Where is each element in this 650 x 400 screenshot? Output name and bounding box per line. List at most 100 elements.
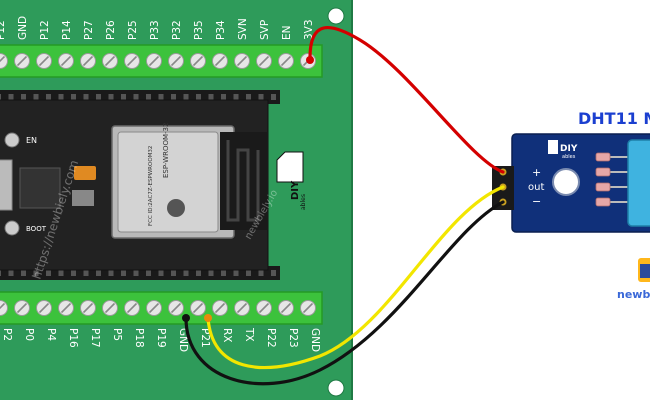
board-brand-main: DIY xyxy=(290,180,301,200)
header-hole xyxy=(258,270,264,276)
header-hole xyxy=(246,94,251,100)
wifi-logo xyxy=(167,199,185,217)
en-button xyxy=(4,132,20,148)
en-label: EN xyxy=(26,136,37,145)
pin-out-label: out xyxy=(528,182,544,193)
resistor xyxy=(595,167,611,177)
wire-gnd xyxy=(184,200,505,386)
bottom-pin-label: RX xyxy=(221,328,233,343)
screw-slot xyxy=(192,55,204,67)
header-hole xyxy=(58,270,64,276)
screw-slot xyxy=(258,302,270,314)
top-pin-label: P27 xyxy=(83,20,95,40)
header-hole xyxy=(258,94,264,100)
usb-port xyxy=(0,159,13,211)
screw-slot xyxy=(60,55,72,67)
pin-minus-label: − xyxy=(532,195,541,208)
header-hole xyxy=(133,270,139,276)
screw-slot xyxy=(148,302,160,314)
screw-slot xyxy=(126,55,138,67)
top-pin-label: P35 xyxy=(193,20,205,40)
bottom-pin-label: TX xyxy=(243,327,255,342)
vcc-wire-end xyxy=(306,56,314,64)
screw-slot xyxy=(82,55,94,67)
bottom-pin-label: P18 xyxy=(133,328,145,348)
screw-slot xyxy=(104,55,116,67)
bottom-pin-label: P0 xyxy=(23,328,35,341)
module-diyables-logo: DIY ables xyxy=(548,140,578,160)
header-hole xyxy=(183,270,189,276)
screw-slot xyxy=(0,302,6,310)
usb-uart-chip xyxy=(19,167,61,209)
header-hole xyxy=(71,94,76,100)
header-hole xyxy=(171,94,176,100)
screw-slot xyxy=(38,55,50,67)
module-resistors xyxy=(595,152,628,207)
screw-slot xyxy=(280,55,292,67)
top-pin-label: P34 xyxy=(215,20,227,40)
header-hole xyxy=(171,270,176,276)
header-hole xyxy=(71,270,76,276)
top-pin-label: P26 xyxy=(105,20,117,40)
bottom-pin-label: P2 xyxy=(1,328,13,341)
header-hole xyxy=(233,270,239,276)
gnd-wire-end xyxy=(182,314,190,322)
top-pin-label: SVN xyxy=(237,18,249,40)
bottom-pin-label: P17 xyxy=(89,328,101,348)
header-hole xyxy=(33,270,39,276)
header-pin-holes xyxy=(0,94,276,276)
screw-slot xyxy=(82,302,94,314)
terminal-screw xyxy=(0,53,8,69)
data-wire-end xyxy=(204,314,212,322)
screw-slot xyxy=(214,55,226,67)
header-hole xyxy=(8,270,14,276)
header-hole xyxy=(58,94,64,100)
resistor xyxy=(595,197,611,207)
screw-slot xyxy=(148,55,160,67)
screw-slot xyxy=(170,55,182,67)
bottom-pin-label: P21 xyxy=(199,328,211,348)
esp-shield-can xyxy=(117,131,219,233)
newbiely-logo: newbiely xyxy=(617,258,650,301)
pin-plus-label: + xyxy=(532,166,541,179)
header-hole xyxy=(196,94,201,100)
screw-slot xyxy=(214,302,226,314)
screw-slot xyxy=(280,302,292,314)
header-hole xyxy=(158,94,164,100)
antenna-trace xyxy=(226,140,260,222)
header-hole xyxy=(96,270,101,276)
header-hole xyxy=(21,94,26,100)
module-brand: DIY xyxy=(560,144,578,154)
header-hole xyxy=(146,270,151,276)
top-terminal-screws xyxy=(0,53,316,69)
header-hole xyxy=(96,94,101,100)
header-hole xyxy=(0,94,1,100)
header-hole xyxy=(158,270,164,276)
screw-slot xyxy=(16,55,28,67)
esp-fcc-label: FCC ID:2AC7Z-ESPWROOM32 xyxy=(148,146,154,226)
top-pin-label: P25 xyxy=(127,20,139,40)
header-hole xyxy=(133,94,139,100)
diyables-board-logo: DIY ables xyxy=(276,151,307,210)
header-hole xyxy=(46,270,51,276)
bottom-pin-label: P16 xyxy=(67,328,79,348)
capacitor-orange xyxy=(74,166,96,180)
voltage-regulator xyxy=(72,190,94,206)
mount-hole-bottom-right xyxy=(327,379,345,397)
top-pin-label: GND xyxy=(17,16,29,40)
header-hole xyxy=(221,94,226,100)
mount-hole-top-right xyxy=(327,7,345,25)
screw-slot xyxy=(38,302,50,314)
resistor xyxy=(595,182,611,192)
header-hole xyxy=(83,270,89,276)
header-hole xyxy=(233,94,239,100)
bottom-terminal-screws xyxy=(0,300,316,316)
top-pin-label: EN xyxy=(281,26,293,41)
bottom-pin-label: P22 xyxy=(265,328,277,348)
bottom-pin-label: P19 xyxy=(155,328,167,348)
top-pin-label: P12 xyxy=(0,20,7,40)
